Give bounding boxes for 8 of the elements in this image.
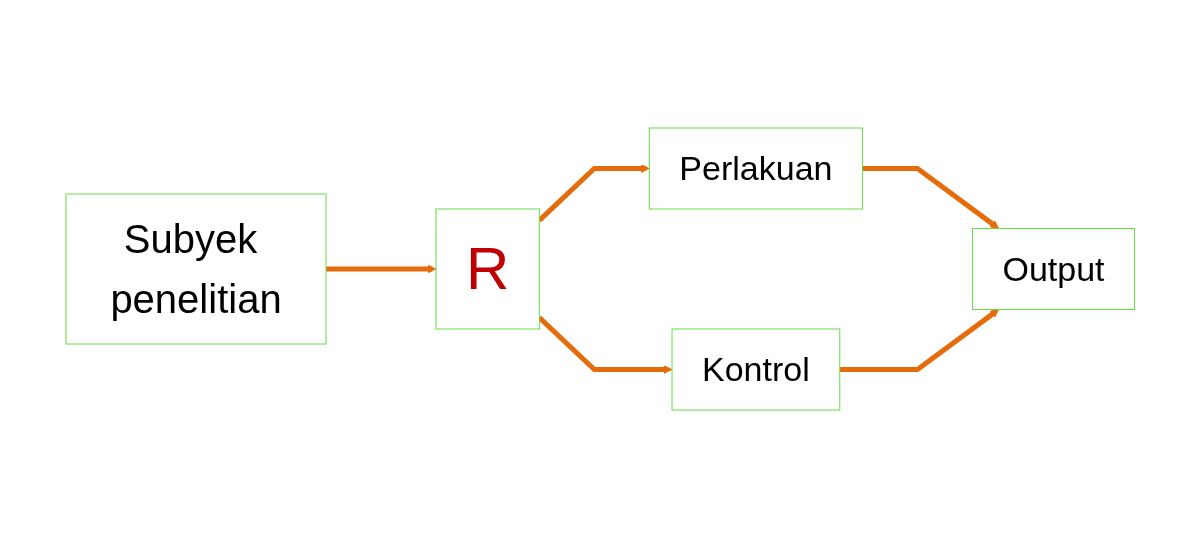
node-box: Subyek penelitian	[65, 193, 327, 345]
node-box: Output	[972, 228, 1136, 310]
arrow	[840, 309, 1000, 372]
arrow	[862, 166, 1000, 229]
node-box: Kontrol	[671, 328, 841, 411]
node-box: R	[435, 208, 541, 330]
node-box: Perlakuan	[649, 127, 864, 210]
arrow	[326, 264, 437, 274]
